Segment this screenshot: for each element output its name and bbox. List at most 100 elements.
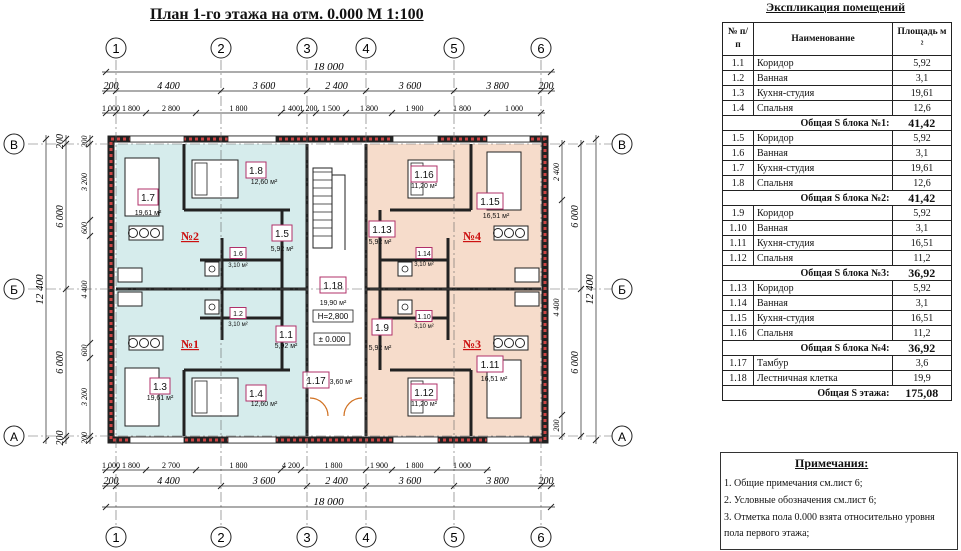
dim-text: 200 [104, 81, 119, 92]
sink [401, 265, 409, 273]
dim-tick [450, 482, 458, 490]
axis-bubble [611, 133, 633, 155]
room-id: 1.1 [279, 330, 293, 341]
dim-text: 1 200 [300, 104, 318, 113]
dim-tick [433, 466, 441, 474]
dim-text: 1 800 [325, 461, 343, 470]
dim-tick [483, 466, 491, 474]
axis-bubble [3, 425, 25, 447]
dim-tick [62, 432, 70, 440]
axis-bubble [3, 133, 25, 155]
dim-tick [547, 68, 555, 76]
dim-text: 2 700 [162, 461, 180, 470]
chair [150, 228, 160, 238]
dim-tick [192, 466, 200, 474]
room-id: 1.6 [233, 251, 243, 258]
axis-bubble [105, 526, 127, 548]
axis-bubble [530, 526, 552, 548]
dim-text: 200 [80, 136, 89, 148]
dim-text: 3 200 [80, 173, 89, 192]
axis-bubble [105, 37, 127, 59]
room-tag [229, 247, 247, 259]
room-id: 1.14 [417, 251, 431, 258]
block-label: №4 [463, 229, 481, 243]
dim-tick [217, 87, 225, 95]
window [129, 436, 185, 444]
room-tag [229, 307, 247, 319]
kitchen-unit [117, 267, 143, 283]
dim-tick [297, 109, 305, 117]
dim-tick [537, 109, 545, 117]
window [392, 135, 439, 143]
dim-tick [62, 140, 70, 148]
dim-tick [433, 109, 441, 117]
window [129, 135, 185, 143]
room-id: 1.18 [323, 281, 343, 292]
dim-tick [192, 109, 200, 117]
room-tag [368, 220, 396, 238]
dim-tick [102, 466, 110, 474]
room-tag [415, 247, 433, 259]
notes-box [720, 452, 958, 550]
dim-tick [303, 87, 311, 95]
dim-tick [558, 432, 566, 440]
dim-text: 2 400 [325, 81, 348, 92]
dim-text: 1 900 [370, 461, 388, 470]
kitchen-unit [117, 291, 143, 307]
note-item: 2. Условные обозначения см.лист 6; [724, 495, 877, 506]
room-tag [302, 371, 330, 389]
dim-tick [86, 432, 94, 440]
room-area: 19,61 м² [147, 395, 174, 402]
dim-tick [142, 466, 150, 474]
pillow [194, 380, 208, 414]
dim-tick [592, 135, 600, 143]
chair [515, 228, 525, 238]
floor-plan: 1.719,61 м²1.812,60 м²1.55,92 м²1.63,10 … [3, 37, 633, 548]
dim-tick [86, 216, 94, 224]
bath-fixture [204, 261, 220, 277]
room-id: 1.9 [375, 323, 389, 334]
dim-text: 3 600 [398, 81, 422, 92]
axis-label: 2 [217, 530, 224, 545]
axis-bubble [210, 37, 232, 59]
room-area: 3,10 м² [414, 262, 433, 268]
stair-flight [312, 167, 333, 249]
axis-label: 6 [537, 530, 544, 545]
dim-tick [342, 109, 350, 117]
dim-tick [537, 87, 545, 95]
dim-tick [102, 68, 110, 76]
dim-text: 1 000 [102, 461, 120, 470]
dim-text: 3 800 [485, 476, 509, 487]
chair [128, 338, 138, 348]
outer-wall-hatch [109, 137, 547, 442]
dim-text: 200 [55, 431, 66, 446]
dim-text: 1 000 [453, 461, 471, 470]
room-area: 5,92 м² [275, 343, 298, 350]
dim-text: 3 600 [252, 81, 276, 92]
dim-text: 1 800 [230, 461, 248, 470]
dim-tick [112, 109, 120, 117]
axis-bubble [355, 37, 377, 59]
dim-tick [86, 354, 94, 362]
bath-fixture [397, 299, 413, 315]
axis-bubble [443, 37, 465, 59]
axis-bubble [611, 425, 633, 447]
dim-tick [577, 432, 585, 440]
stair-height: H=2,800 [318, 312, 349, 321]
axis-bubble [210, 526, 232, 548]
dim-tick [62, 436, 70, 444]
dim-text: 1 800 [230, 104, 248, 113]
room-area: 12,60 м² [251, 401, 278, 408]
dim-text: 1 000 [505, 104, 523, 113]
axis-bubble [355, 526, 377, 548]
sink [208, 303, 216, 311]
dim-text: 3 200 [80, 388, 89, 407]
sofa [124, 157, 160, 217]
